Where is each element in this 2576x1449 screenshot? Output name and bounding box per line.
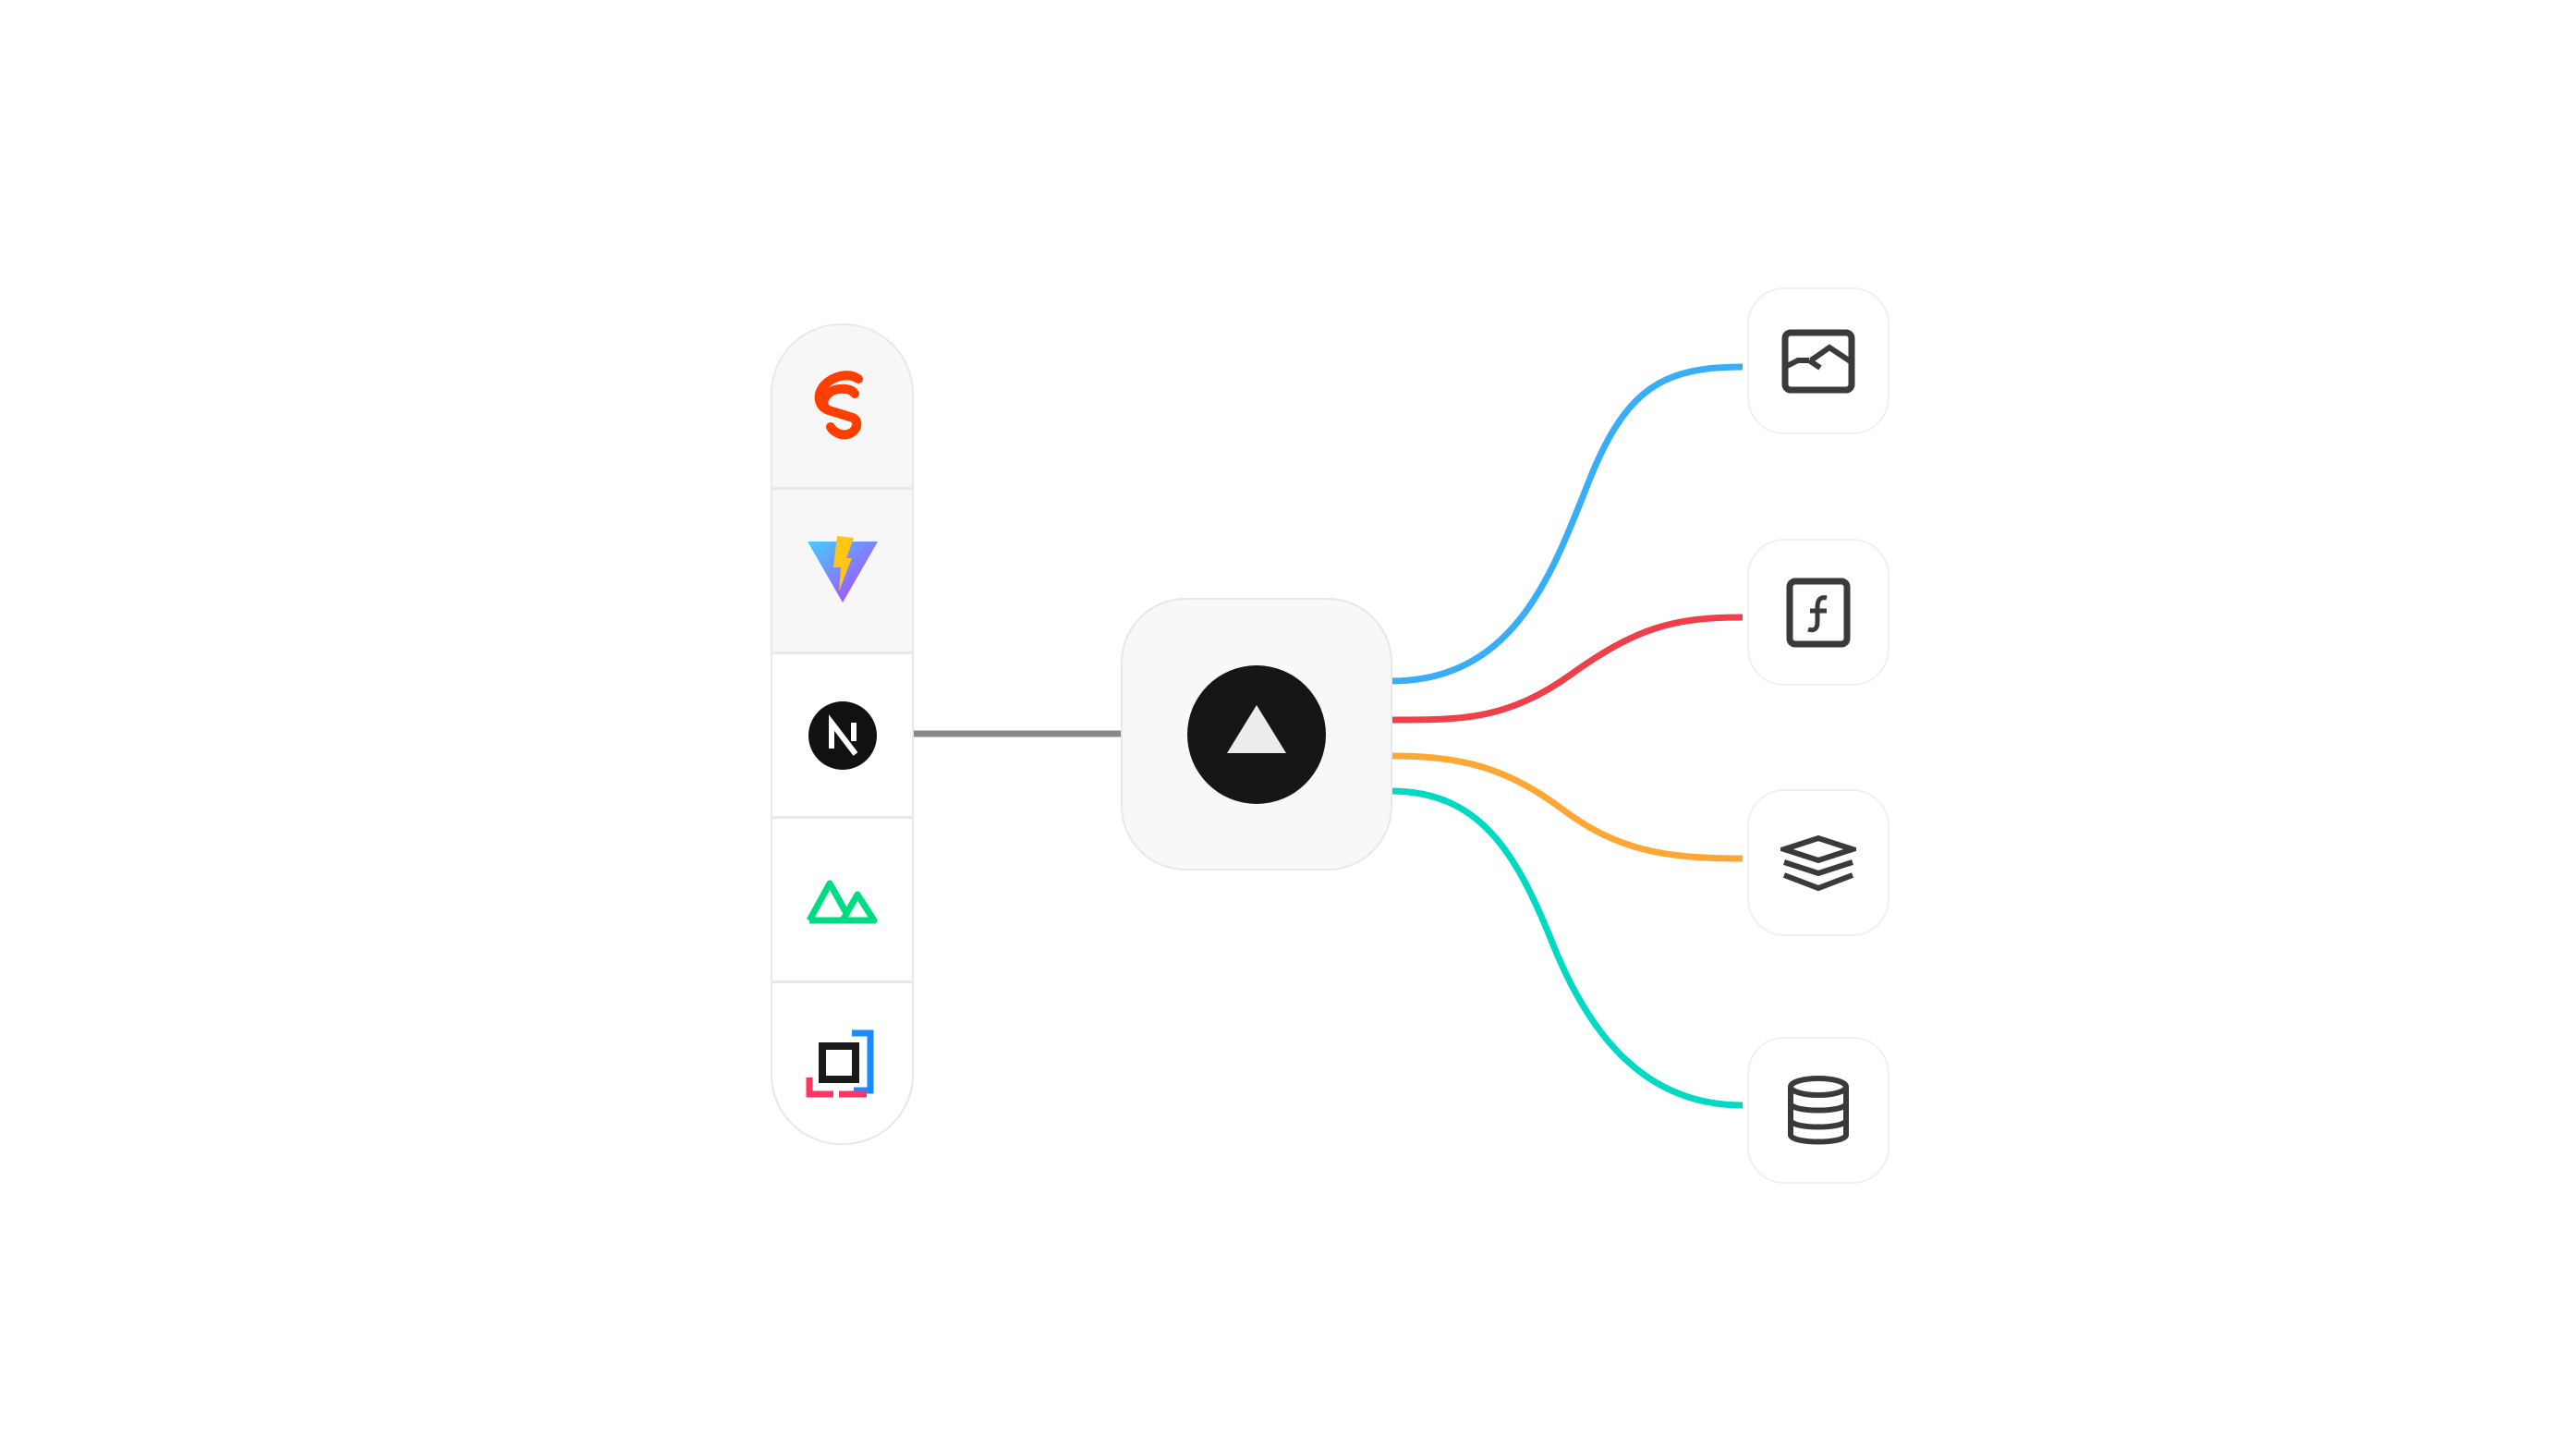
vercel-triangle-icon xyxy=(1187,664,1326,804)
database-service[interactable] xyxy=(1747,1037,1889,1184)
nuxt-icon xyxy=(806,880,877,923)
function-service[interactable] xyxy=(1747,539,1889,686)
line-to-database xyxy=(1390,787,1744,1109)
line-to-function xyxy=(1390,614,1744,724)
svelte-icon xyxy=(814,370,863,439)
database-icon xyxy=(1788,1075,1849,1144)
layers-icon xyxy=(1780,834,1856,891)
function-icon xyxy=(1786,578,1851,647)
image-service[interactable] xyxy=(1747,287,1889,434)
line-to-layers xyxy=(1390,752,1744,862)
framework-nuxt[interactable] xyxy=(772,819,912,983)
framework-icon xyxy=(806,1029,873,1097)
vite-icon xyxy=(807,536,878,603)
vercel-hub[interactable] xyxy=(1121,598,1392,871)
framework-other[interactable] xyxy=(772,983,912,1143)
framework-nextjs[interactable] xyxy=(772,654,912,819)
image-icon xyxy=(1781,329,1855,393)
layers-service[interactable] xyxy=(1747,789,1889,936)
framework-vite[interactable] xyxy=(772,490,912,654)
nextjs-icon xyxy=(808,700,877,770)
line-to-image xyxy=(1390,363,1744,685)
framework-stack xyxy=(771,323,914,1145)
framework-svelte[interactable] xyxy=(772,325,912,490)
